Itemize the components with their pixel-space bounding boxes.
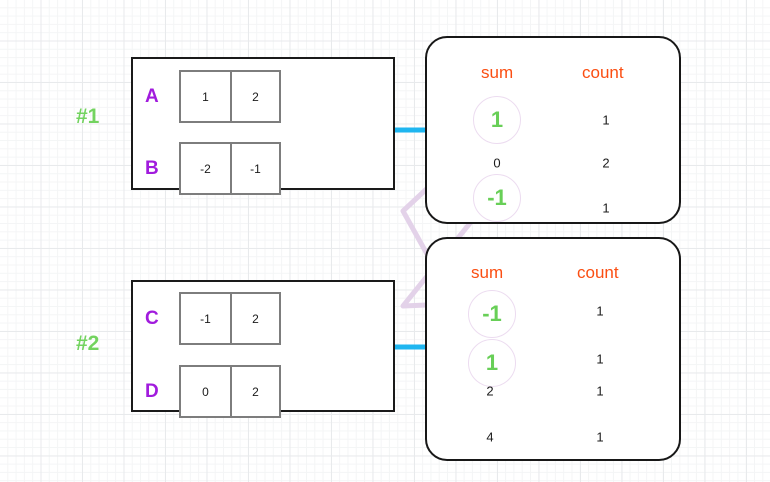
result-2-row-3-count: 1 xyxy=(596,429,604,445)
partition-2-row-0-key: C xyxy=(145,307,159,329)
result-2-header-count: count xyxy=(577,263,619,282)
table-cell: -2 xyxy=(200,161,211,176)
result-2-row-1-sum: 1 xyxy=(468,339,516,387)
result-1-header-count: count xyxy=(582,63,624,82)
table-cell: 2 xyxy=(230,367,279,416)
result-2-row-2-count: 1 xyxy=(596,383,604,399)
result-2-header-sum: sum xyxy=(471,263,504,282)
result-1-row-0-count: 1 xyxy=(602,112,610,128)
table-cell: 2 xyxy=(230,72,279,121)
partition-2-row-1-key: D xyxy=(145,380,159,402)
result-2-row-2-sum: 2 xyxy=(486,383,494,399)
result-1-row-2-count: 1 xyxy=(602,200,610,216)
table-cell: -1 xyxy=(230,144,279,193)
result-1-row-2-sum: -1 xyxy=(473,174,521,222)
result-2-row-0-sum: -1 xyxy=(468,290,516,338)
result-box-2: sum count xyxy=(425,237,681,461)
partition-label-2: #2 xyxy=(76,332,100,355)
partition-1-row-0-key: A xyxy=(145,85,159,107)
partition-box-1: A 1 2 B -2 -1 xyxy=(131,57,395,195)
result-1-header-sum: sum xyxy=(481,63,514,82)
partition-2-row-0-cells: -1 2 xyxy=(179,292,281,345)
partition-1-row-0-cells: 1 2 xyxy=(179,70,281,123)
partition-box-2: C -1 2 D 0 2 xyxy=(131,280,395,418)
partition-label-1: #1 xyxy=(76,105,100,128)
result-2-row-0-count: 1 xyxy=(596,303,604,319)
result-box-1: sum count xyxy=(425,36,681,224)
table-cell: 0 xyxy=(202,384,209,399)
table-cell: -1 xyxy=(200,311,211,326)
partition-1-row-1-key: B xyxy=(145,157,159,179)
partition-2-row-1-cells: 0 2 xyxy=(179,365,281,418)
result-2-row-3-sum: 4 xyxy=(486,429,494,445)
result-1-row-1-sum: 0 xyxy=(493,155,501,171)
table-cell: 2 xyxy=(230,294,279,343)
result-1-row-0-sum: 1 xyxy=(473,96,521,144)
result-1-row-1-count: 2 xyxy=(602,155,610,171)
partition-1-row-1-cells: -2 -1 xyxy=(179,142,281,195)
table-cell: 1 xyxy=(202,89,209,104)
result-2-row-1-count: 1 xyxy=(596,351,604,367)
